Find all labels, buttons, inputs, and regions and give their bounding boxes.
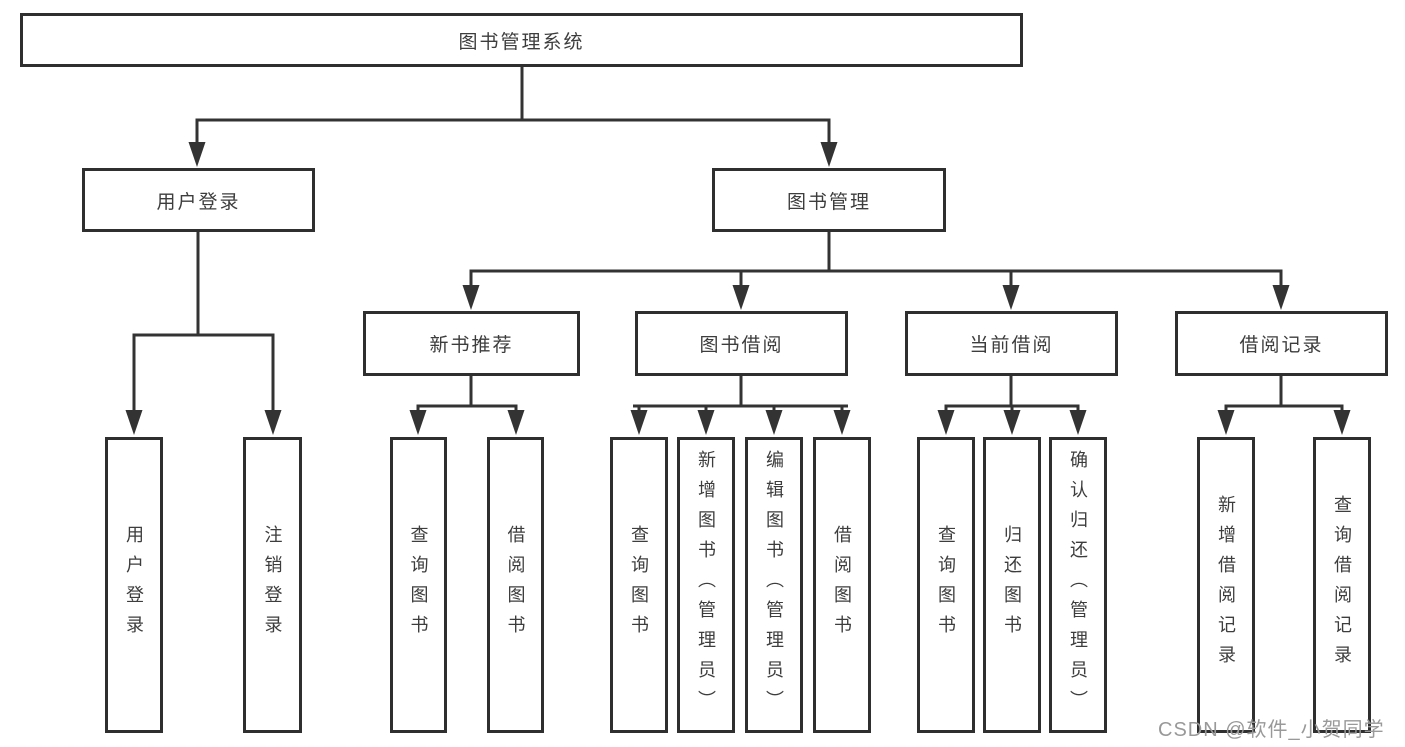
arrowheads	[125, 142, 1351, 435]
node-label: 查询图书	[408, 525, 429, 645]
node-label: 图书管理	[786, 191, 871, 213]
node-label: 确认归还（管理员）	[1068, 450, 1088, 720]
node-label: 查询图书	[936, 525, 956, 645]
node-book-borrow: 图书借阅	[635, 311, 848, 376]
leaf-newbook-query-books: 查询图书	[390, 437, 447, 733]
leaf-borrow-add-books-admin: 新增图书（管理员）	[677, 437, 735, 733]
leaf-borrow-borrow-books: 借阅图书	[813, 437, 871, 733]
node-label: 借阅图书	[505, 525, 526, 645]
node-user-login: 用户登录	[82, 168, 315, 232]
leaf-current-return-books: 归还图书	[983, 437, 1041, 733]
leaf-current-confirm-return-admin: 确认归还（管理员）	[1049, 437, 1107, 733]
leaf-user-login: 用户登录	[105, 437, 163, 733]
node-label: 新增借阅记录	[1216, 495, 1236, 675]
node-label: 查询借阅记录	[1332, 495, 1352, 675]
leaf-record-query-borrow-record: 查询借阅记录	[1313, 437, 1371, 733]
csdn-watermark: CSDN @软件_小贺同学	[1158, 719, 1385, 741]
node-book-management: 图书管理	[712, 168, 946, 232]
node-label: 当前借阅	[969, 335, 1054, 356]
node-label: 编辑图书（管理员）	[764, 450, 784, 720]
node-label: 借阅图书	[832, 525, 852, 645]
node-label: 图书借阅	[699, 335, 784, 356]
node-label: 新书推荐	[429, 335, 514, 356]
node-label: 借阅记录	[1239, 335, 1324, 356]
node-label: 用户登录	[156, 191, 241, 213]
node-borrow-record: 借阅记录	[1175, 311, 1388, 376]
leaf-logout: 注销登录	[243, 437, 302, 733]
leaf-record-add-borrow-record: 新增借阅记录	[1197, 437, 1255, 733]
leaf-newbook-borrow-books: 借阅图书	[487, 437, 544, 733]
node-root: 图书管理系统	[20, 13, 1023, 67]
node-current-borrow: 当前借阅	[905, 311, 1118, 376]
node-new-book-recommend: 新书推荐	[363, 311, 580, 376]
leaf-borrow-query-books: 查询图书	[610, 437, 668, 733]
node-label: 查询图书	[629, 525, 649, 645]
leaf-borrow-edit-books-admin: 编辑图书（管理员）	[745, 437, 803, 733]
leaf-current-query-books: 查询图书	[917, 437, 975, 733]
node-label: 新增图书（管理员）	[696, 450, 716, 720]
node-label: 图书管理系统	[458, 31, 585, 53]
node-label: 注销登录	[262, 525, 283, 645]
node-label: 归还图书	[1002, 525, 1022, 645]
node-label: 用户登录	[124, 525, 144, 645]
